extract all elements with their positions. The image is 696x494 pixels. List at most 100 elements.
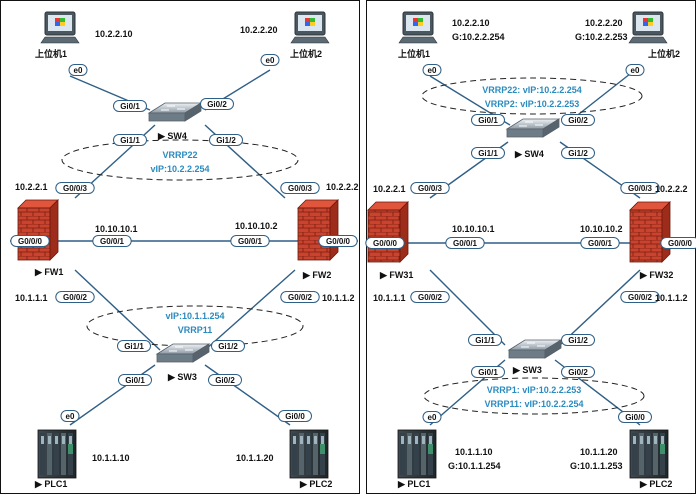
r-pc1-icon <box>398 11 438 44</box>
port-sw3-gi1-2: Gi1/2 <box>211 340 245 352</box>
right-vrrp-bottom-line2: VRRP11: vIP:10.2.2.254 <box>484 399 583 409</box>
r-port-pc1-e0: e0 <box>422 64 442 76</box>
port-sw4-gi1-1: Gi1/1 <box>113 134 147 146</box>
svg-text:Gi0/2: Gi0/2 <box>207 100 227 109</box>
svg-text:Gi0/2: Gi0/2 <box>215 376 235 385</box>
right-vrrp-top-line1: VRRP22: vIP:10.2.2.254 <box>482 85 582 95</box>
svg-text:e0: e0 <box>428 66 437 75</box>
r-port-sw3-gi1-2: Gi1/2 <box>561 334 595 346</box>
r-vrrp-bottom-ellipse <box>423 377 645 415</box>
plc1-icon <box>37 429 77 479</box>
svg-text:G0/0/0: G0/0/0 <box>326 237 351 246</box>
svg-text:G0/0/2: G0/0/2 <box>628 293 653 302</box>
r-sw4-icon <box>505 118 561 138</box>
r-fw32-icon <box>629 201 671 263</box>
right-fw31-ip-bottom: 10.1.1.1 <box>373 293 406 303</box>
vrrp-top-ellipse <box>61 139 299 181</box>
svg-text:G0/0/3: G0/0/3 <box>418 184 443 193</box>
right-pc2-name: 上位机2 <box>648 48 680 59</box>
svg-text:Gi1/2: Gi1/2 <box>218 342 238 351</box>
svg-text:G0/0/2: G0/0/2 <box>418 293 443 302</box>
pc1-icon <box>40 11 80 44</box>
svg-text:Gi1/2: Gi1/2 <box>568 336 588 345</box>
port-fw2-g0-0-0: G0/0/0 <box>318 235 358 247</box>
r-port-sw3-gi0-2: Gi0/2 <box>561 366 595 378</box>
port-sw4-gi0-2: Gi0/2 <box>200 98 234 110</box>
right-fw31-ip-link: 10.10.10.1 <box>452 224 495 234</box>
r-port-pc2-e0: e0 <box>625 64 645 76</box>
left-fw1-ip-link: 10.10.10.1 <box>95 224 138 234</box>
svg-text:G0/0/0: G0/0/0 <box>668 239 693 248</box>
r-port-fw31-g0-0-3: G0/0/3 <box>410 182 450 194</box>
fw1-icon <box>17 199 59 261</box>
svg-text:Gi0/1: Gi0/1 <box>478 368 498 377</box>
port-plc2-gi0-0: Gi0/0 <box>278 410 312 422</box>
r-port-sw4-gi0-1: Gi0/1 <box>471 114 505 126</box>
right-sw4-caption: ▶ SW4 <box>514 149 544 159</box>
port-sw4-gi0-1: Gi0/1 <box>113 100 147 112</box>
right-plc2-caption: ▶ PLC2 <box>639 479 672 489</box>
r-port-sw4-gi1-1: Gi1/1 <box>471 147 505 159</box>
left-fw2-ip-link: 10.10.10.2 <box>235 221 278 231</box>
svg-text:G0/0/3: G0/0/3 <box>288 184 313 193</box>
port-fw1-g0-0-1: G0/0/1 <box>92 235 132 247</box>
r-pc2-icon <box>628 11 668 44</box>
svg-text:e0: e0 <box>631 66 640 75</box>
left-plc2-ip: 10.1.1.20 <box>236 453 274 463</box>
port-fw1-g0-0-3: G0/0/3 <box>55 182 95 194</box>
svg-text:e0: e0 <box>74 66 83 75</box>
svg-text:Gi0/2: Gi0/2 <box>568 116 588 125</box>
fw2-icon <box>297 199 339 261</box>
left-fw2-ip-top: 10.2.2.2 <box>326 182 359 192</box>
left-fw1-ip-bottom: 10.1.1.1 <box>15 293 48 303</box>
svg-text:Gi0/1: Gi0/1 <box>478 116 498 125</box>
right-fw32-ip-bottom: 10.1.1.2 <box>655 293 688 303</box>
r-port-sw4-gi0-2: Gi0/2 <box>561 114 595 126</box>
left-sw3-caption: ▶ SW3 <box>167 372 197 382</box>
svg-text:Gi0/2: Gi0/2 <box>568 368 588 377</box>
r-port-fw31-g0-0-0: G0/0/0 <box>365 237 405 249</box>
r-port-fw31-g0-0-2: G0/0/2 <box>410 291 450 303</box>
right-fw32-caption: ▶ FW32 <box>639 270 673 280</box>
link-r-fw32-sw3 <box>559 269 641 346</box>
svg-text:Gi0/1: Gi0/1 <box>120 102 140 111</box>
svg-text:Gi0/0: Gi0/0 <box>285 412 305 421</box>
r-sw3-icon <box>507 339 563 359</box>
r-port-fw32-g0-0-1: G0/0/1 <box>580 237 620 249</box>
port-fw2-g0-0-3: G0/0/3 <box>280 182 320 194</box>
r-fw31-icon <box>367 201 409 263</box>
left-plc2-caption: ▶ PLC2 <box>299 479 332 489</box>
left-vrrp-top-vip: vIP:10.2.2.254 <box>150 164 209 174</box>
left-pc2-name: 上位机2 <box>290 48 322 59</box>
right-pc2-ip: 10.2.2.20 <box>585 18 623 28</box>
plc2-icon <box>289 429 329 479</box>
svg-text:G0/0/3: G0/0/3 <box>63 184 88 193</box>
left-vrrp-bottom-id: VRRP11 <box>178 325 213 335</box>
right-pc1-name: 上位机1 <box>398 48 430 59</box>
left-vrrp-bottom-vip: vIP:10.1.1.254 <box>165 311 224 321</box>
port-fw1-g0-0-2: G0/0/2 <box>55 291 95 303</box>
svg-text:G0/0/1: G0/0/1 <box>588 239 613 248</box>
svg-text:Gi0/1: Gi0/1 <box>125 376 145 385</box>
link-fw2-sw3 <box>204 269 296 351</box>
right-pc1-ip: 10.2.2.10 <box>452 18 490 28</box>
right-plc1-caption: ▶ PLC1 <box>397 479 430 489</box>
r-port-sw4-gi1-2: Gi1/2 <box>561 147 595 159</box>
r-port-fw31-g0-0-1: G0/0/1 <box>445 237 485 249</box>
right-vrrp-top-line2: VRRP2: vIP:10.2.2.253 <box>485 99 580 109</box>
right-fw31-ip-top: 10.2.2.1 <box>373 184 406 194</box>
svg-text:G0/0/0: G0/0/0 <box>18 237 43 246</box>
port-plc1-e0: e0 <box>60 410 80 422</box>
left-plc1-caption: ▶ PLC1 <box>34 479 67 489</box>
right-plc1-gw: G:10.1.1.254 <box>448 461 501 471</box>
svg-text:Gi0/0: Gi0/0 <box>625 413 645 422</box>
port-pc1-e0: e0 <box>68 64 88 76</box>
left-pc1-ip: 10.2.2.10 <box>95 29 133 39</box>
right-pc1-gw: G:10.2.2.254 <box>452 32 505 42</box>
r-port-sw3-gi1-1: Gi1/1 <box>468 334 502 346</box>
sw4-icon <box>147 102 203 122</box>
port-fw1-g0-0-0: G0/0/0 <box>10 235 50 247</box>
right-plc1-ip: 10.1.1.10 <box>455 447 493 457</box>
